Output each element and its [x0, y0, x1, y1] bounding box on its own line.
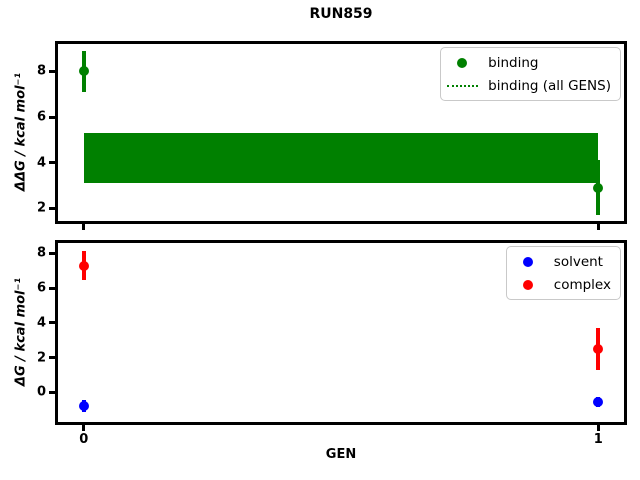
y-axis-label-dg: ΔG / kcal mol⁻¹: [13, 277, 29, 387]
y-tick-label: 4: [36, 155, 46, 171]
x-tick-mark: [82, 425, 86, 431]
legend-entry-solvent: solvent: [511, 250, 611, 273]
y-tick-mark: [49, 356, 55, 360]
marker-binding: [593, 182, 604, 193]
binding-all-gens--dotted-line-icon: [446, 84, 478, 87]
y-tick-mark: [49, 321, 55, 325]
x-tick-mark: [596, 224, 600, 230]
binding-subplot: 2 4 6 8 binding binding (all GENS): [37, 41, 627, 230]
y-tick-label: 0: [36, 384, 46, 400]
x-tick-label: 0: [79, 432, 89, 447]
legend-box: solvent complex: [505, 246, 621, 300]
marker-binding: [78, 66, 89, 77]
legend-glyph: [445, 84, 479, 87]
legend-box: binding binding (all GENS): [440, 47, 621, 101]
legend-label: binding: [488, 54, 539, 71]
y-tick-mark: [49, 390, 55, 394]
legend-entry-binding: binding: [445, 51, 611, 74]
legend-glyph: [445, 57, 479, 68]
legend-glyph: [511, 256, 545, 267]
y-tick-mark: [49, 286, 55, 290]
free-energy-subplot: 0 2 4 6 8 0 1 solvent complex: [37, 240, 627, 446]
x-axis-label-gen: GEN: [325, 447, 357, 462]
marker-solvent: [593, 397, 604, 407]
marker-complex: [593, 344, 604, 354]
x-tick-label: 1: [593, 432, 603, 447]
marker-solvent: [78, 400, 89, 411]
y-tick-mark: [49, 251, 55, 255]
legend-entry-binding-all-gens-: binding (all GENS): [445, 74, 611, 97]
legend-entry-complex: complex: [511, 273, 611, 296]
y-tick-mark: [49, 69, 55, 73]
y-tick-label: 8: [36, 245, 46, 261]
y-tick-mark: [49, 206, 55, 210]
y-tick-label: 6: [36, 109, 46, 125]
y-tick-label: 2: [36, 350, 46, 366]
y-tick-mark: [49, 115, 55, 119]
chart-title: RUN859: [309, 6, 373, 22]
y-tick-label: 6: [36, 280, 46, 296]
complex-dot-icon: [522, 279, 533, 290]
band-binding-all-gens-: [83, 133, 599, 184]
legend-label: solvent: [553, 253, 603, 270]
x-tick-mark: [596, 425, 600, 431]
binding-dot-icon: [457, 57, 468, 68]
y-tick-mark: [49, 161, 55, 165]
y-tick-label: 4: [36, 315, 46, 331]
y-axis-label-ddg: ΔΔG / kcal mol⁻¹: [13, 72, 29, 192]
legend-label: binding (all GENS): [488, 77, 611, 94]
marker-complex: [78, 260, 89, 271]
x-tick-mark: [82, 224, 86, 230]
solvent-dot-icon: [522, 256, 533, 267]
legend-glyph: [511, 279, 545, 290]
legend-label: complex: [553, 276, 611, 293]
y-tick-label: 8: [36, 63, 46, 79]
y-tick-label: 2: [36, 200, 46, 216]
